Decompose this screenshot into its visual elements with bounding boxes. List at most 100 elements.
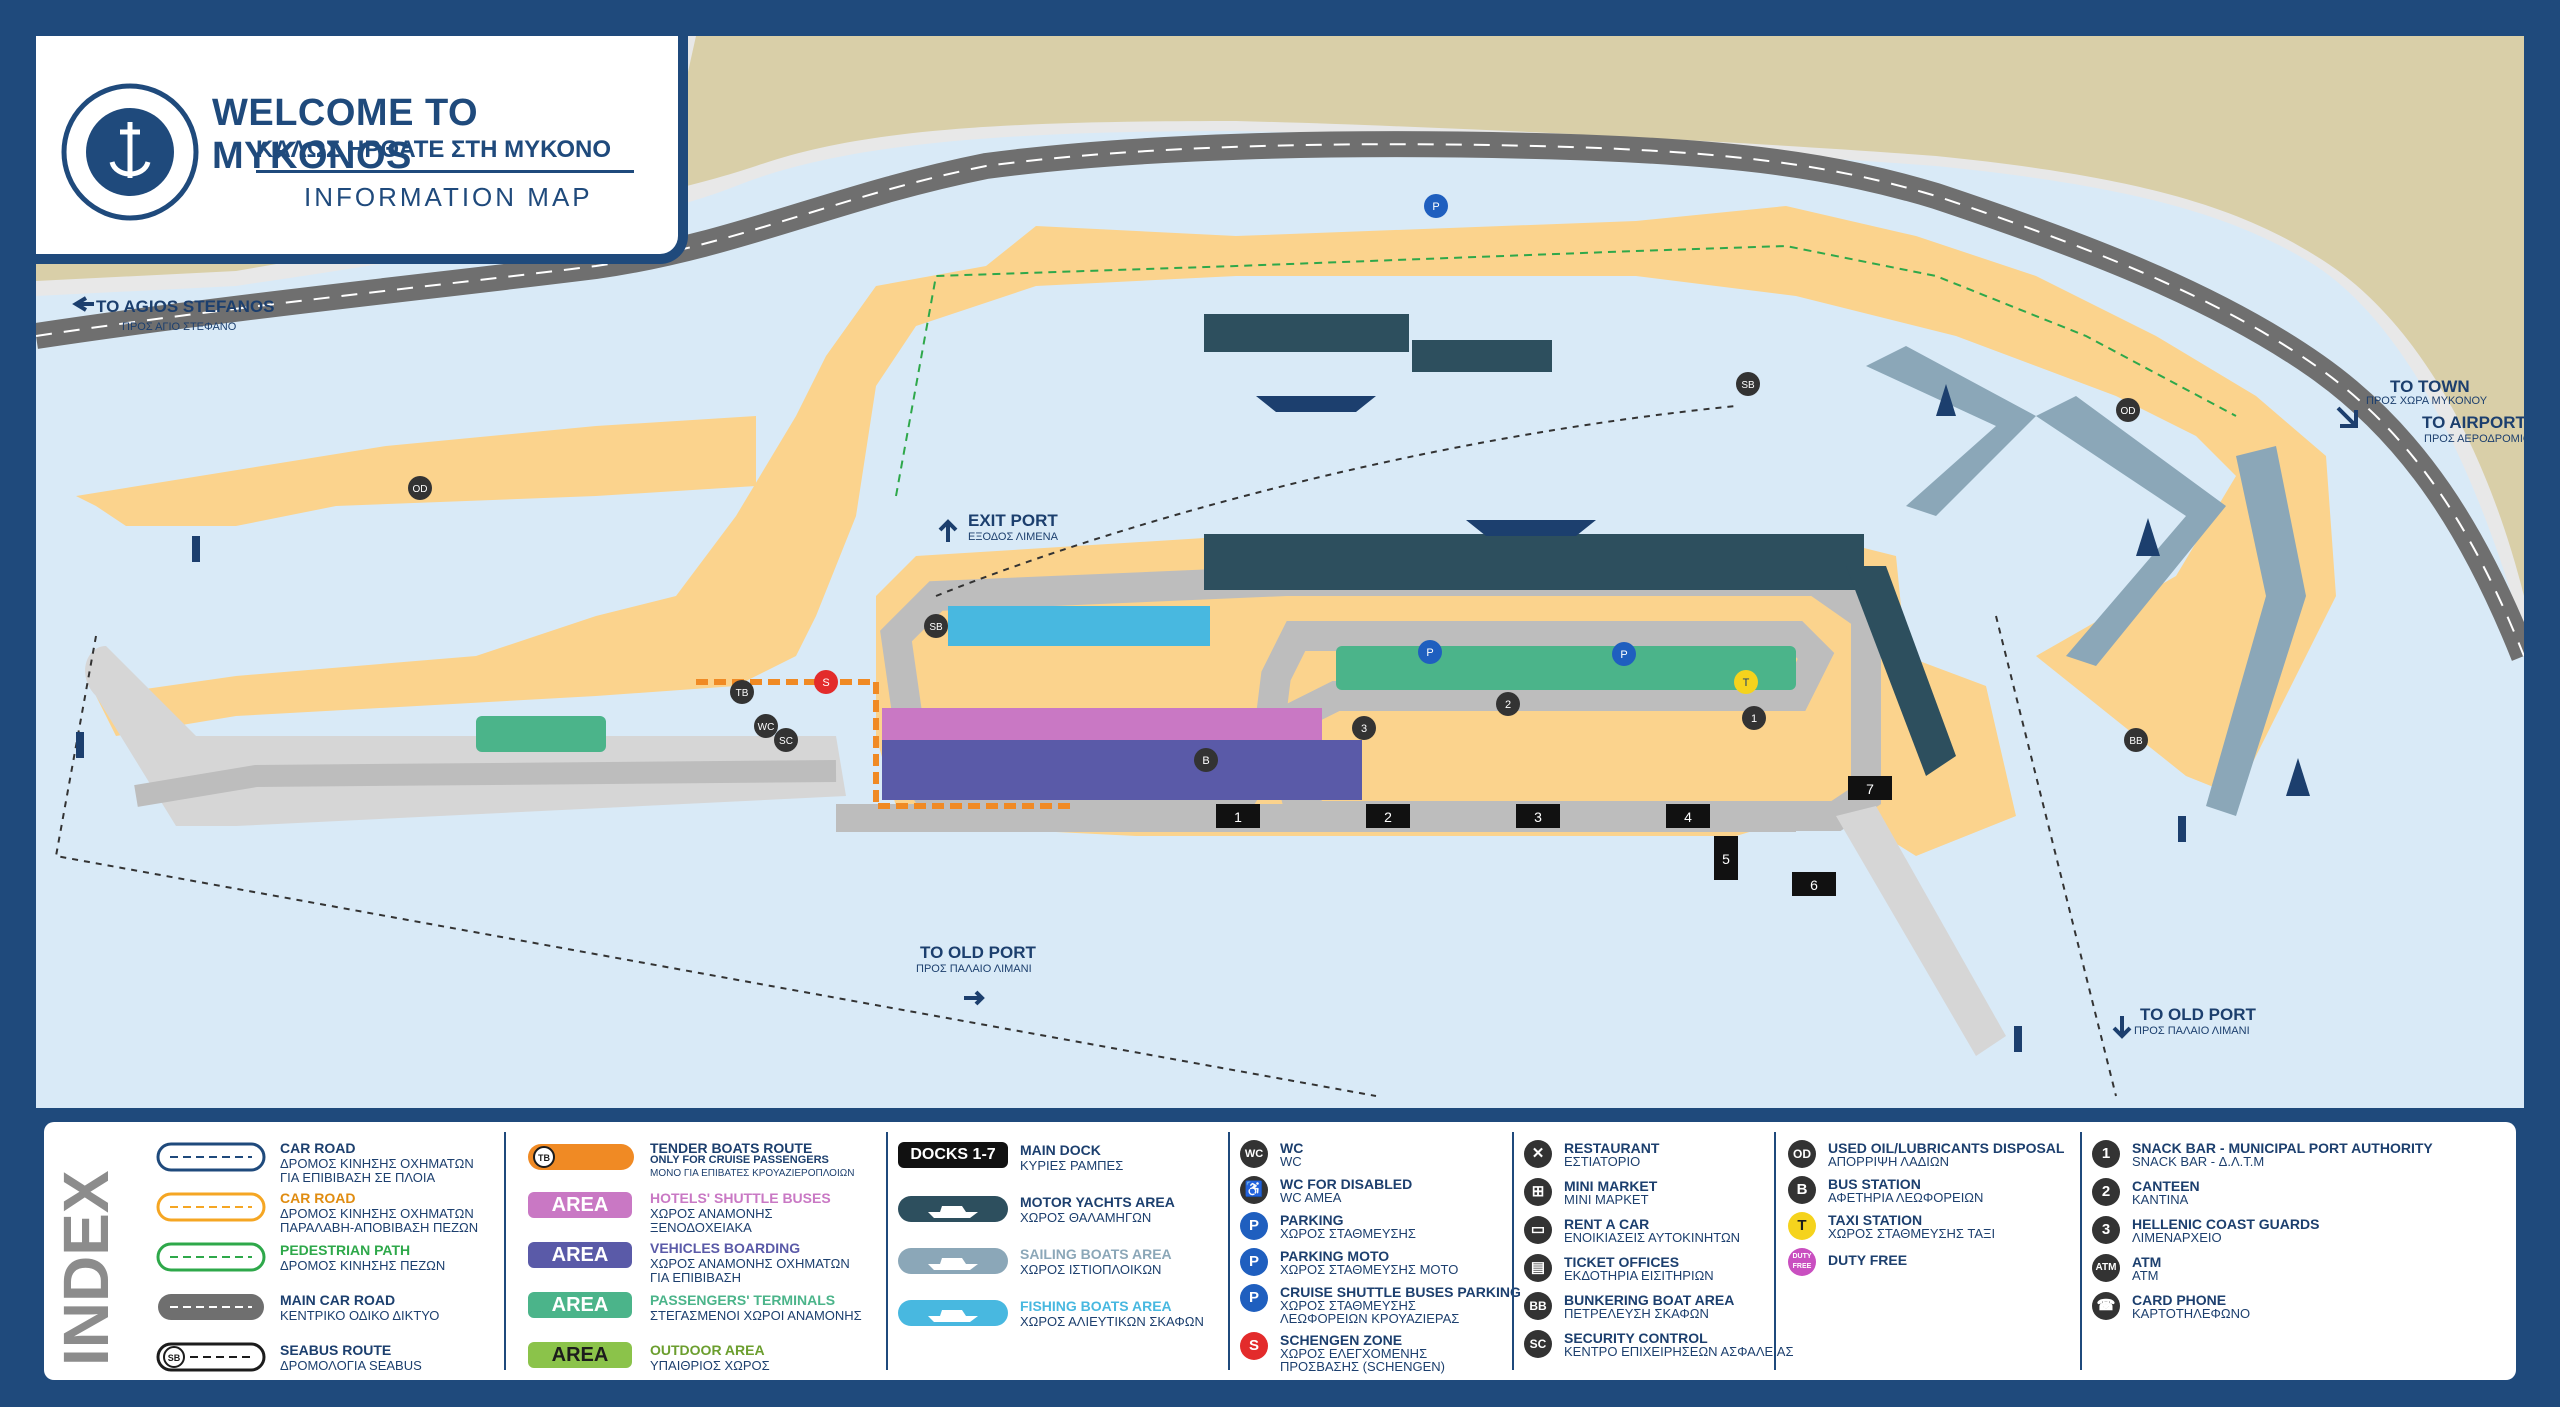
west-road [134,760,837,807]
bus-station-icon: B [1788,1176,1816,1204]
taxi-icon: T [1788,1212,1816,1240]
legend-separator [1512,1132,1514,1370]
motor-yachts-area-1 [1204,534,1864,590]
sailing-boat-icon [898,1248,1008,1274]
marina-pier-3 [2206,446,2306,816]
yachts-east-strip [1846,566,1956,776]
fishing-boat-icon [898,1300,1008,1326]
marker-1: 1 [1751,713,1757,725]
legend-restaurant: ✕ RESTAURANT ΕΣΤΙΑΤΟΡΙΟ [1524,1140,1784,1184]
marker-3: 3 [1361,723,1367,735]
legend-tender-boats: TB TENDER BOATS ROUTE ONLY FOR CRUISE PA… [526,1140,896,1184]
car-road-icon [156,1142,266,1172]
dock-1-label: 1 [1234,809,1242,825]
marker-b: B [1202,755,1209,767]
vehicles-boarding-area [882,740,1362,800]
legend-parking: P PARKING ΧΩΡΟΣ ΣΤΑΘΜΕΥΣΗΣ [1240,1212,1500,1256]
terminals-area-badge: AREA [528,1292,632,1318]
legend-wc-disabled: ♿ WC FOR DISABLED WC AMEA [1240,1176,1500,1220]
restaurant-icon: ✕ [1524,1140,1552,1168]
marina-pier-1 [1866,346,2036,516]
snack-bar-icon: 1 [2092,1140,2120,1168]
tender-route-icon: TB [528,1144,634,1170]
title-subtitle: INFORMATION MAP [304,182,593,212]
motor-yacht-icon [898,1196,1008,1222]
marker-p-2: P [1620,649,1627,661]
legend-car-road-boarding: CAR ROAD ΔΡΟΜΟΣ ΚΙΝΗΣΗΣ ΟΧΗΜΑΤΩΝ ΓΙΑ ΕΠΙ… [156,1140,476,1185]
dock-3-label: 3 [1534,809,1542,825]
title-greek: ΚΑΛΩΣ ΗΡΘΑΤΕ ΣΤΗ ΜΥΚΟΝΟ [256,136,611,163]
legend-motor-yachts: MOTOR YACHTS AREA ΧΩΡΟΣ ΘΑΛΑΜΗΓΩΝ [896,1192,1236,1236]
marker-s: S [822,677,829,689]
legend-snack-bar: 1 SNACK BAR - MUNICIPAL PORT AUTHORITY S… [2092,1140,2492,1184]
index-title: INDEX [58,1170,122,1366]
to-old-port-gr-2: ΠΡΟΣ ΠΑΛΑΙΟ ΛΙΜΑΝΙ [2134,1025,2250,1037]
duty-free-icon: DUTY FREE [1788,1248,1816,1276]
motor-yachts-area-2 [1204,314,1409,352]
to-agios-stefanos-label: TO AGIOS STEFANOS [96,297,275,316]
passenger-terminal-2 [476,716,606,752]
dock-6-label: 6 [1810,877,1818,893]
north-quay [96,206,2336,796]
phone-icon: ☎ [2092,1292,2120,1320]
legend-mini-market: ⊞ MINI MARKET MINI MAPKET [1524,1178,1784,1222]
arrow-left-icon [72,296,94,312]
main-road-dash [36,143,2524,657]
legend-fishing-boats: FISHING BOATS AREA ΧΩΡΟΣ ΑΛΙΕΥΤΙΚΩΝ ΣΚΑΦ… [896,1296,1236,1340]
parking-moto-icon: P [1240,1248,1268,1276]
legend-taxi-station: T TAXI STATION ΧΩΡΟΣ ΣΤΑΘΜΕΥΣΗΣ ΤΑΞΙ [1788,1212,2088,1256]
marker-wc: WC [758,722,775,733]
sailboat-icons [1936,384,2310,796]
marker-bb: BB [2129,736,2143,747]
marker-sc: SC [779,736,793,747]
south-mole [1836,806,2006,1056]
legend-separator [504,1132,506,1370]
title-panel: WELCOME TO MYKONOS ΚΑΛΩΣ ΗΡΘΑΤΕ ΣΤΗ ΜΥΚΟ… [36,36,688,264]
exit-port-gr: ΕΞΟΔΟΣ ΛΙΜΕΝΑ [968,531,1059,543]
parking-bus-icon: P [1240,1284,1268,1312]
coast-guard-icon: 3 [2092,1216,2120,1244]
legend-bus-station: B BUS STATION ΑΦΕΤΗΡΙΑ ΛΕΩΦΟΡΕΙΩΝ [1788,1176,2088,1220]
old-port-route [54,635,1377,1097]
vehicles-area-badge: AREA [528,1242,632,1268]
legend-schengen-zone: S SCHENGEN ZONE ΧΩΡΟΣ ΕΛΕΓΧΟΜΕΝΗΣ ΠΡΟΣΒΑ… [1240,1332,1500,1376]
legend-separator [1228,1132,1230,1370]
to-old-port-label-1: TO OLD PORT [920,943,1036,962]
legend-vehicles-boarding: AREA VEHICLES BOARDING ΧΩΡΟΣ ΑΝΑΜΟΝΗΣ ΟΧ… [526,1240,896,1285]
svg-text:INDEX: INDEX [58,1170,122,1366]
marina-pier-2 [2036,396,2226,666]
marker-od: OD [413,484,428,495]
arrow-down-right-icon [2336,406,2358,428]
to-agios-stefanos-gr: ΠΡΟΣ ΑΓΙΟ ΣΤΕΦΑΝΟ [122,321,237,333]
legend-main-car-road: MAIN CAR ROAD ΚΕΝΤΡΙΚΟ ΟΔΙΚΟ ΔΙΚΤΥΟ [156,1290,476,1334]
to-old-port-gr-1: ΠΡΟΣ ΠΑΛΑΙΟ ΛΙΜΑΝΙ [916,963,1032,975]
to-old-port-label-2: TO OLD PORT [2140,1005,2256,1024]
arrow-up-icon [938,519,958,542]
marker-tb: TB [736,688,749,699]
to-town-gr: ΠΡΟΣ ΧΩΡΑ ΜΥΚΟΝΟΥ [2366,395,2488,407]
to-town-label: TO TOWN [2390,377,2470,396]
legend-security-control: SC SECURITY CONTROL ΚΕΝΤΡΟ ΕΠΙΧΕΙΡΗΣΕΩΝ … [1524,1330,1794,1374]
title-divider [256,170,634,173]
marker-sb: SB [929,622,943,633]
legend-used-oil: OD USED OIL/LUBRICANTS DISPOSAL ΑΠΟΡΡΙΨΗ… [1788,1140,2088,1184]
arrow-down-icon [2112,1016,2132,1039]
to-airport-label: TO AIRPORT [2422,413,2524,432]
wheelchair-icon: ♿ [1240,1176,1268,1204]
legend-bunkering: BB BUNKERING BOAT AREA ΠΕΤΡΕΛΕΥΣΗ ΣΚΑΦΩΝ [1524,1292,1784,1336]
old-port-route-2 [1995,615,2117,1097]
legend-main-dock: DOCKS 1-7 MAIN DOCK ΚΥΡΙΕΣ ΡΑΜΠΕΣ [896,1140,1236,1184]
marker-od-2: OD [2121,406,2136,417]
legend-card-phone: ☎ CARD PHONE ΚΑΡΤΟΤΗΛΕΦΩΝΟ [2092,1292,2492,1336]
legend-ticket-offices: ▤ TICKET OFFICES ΕΚΔΟΤΗΡΙΑ ΕΙΣΙΤΗΡΙΩΝ [1524,1254,1784,1298]
main-car-road-icon [158,1294,264,1320]
marker-p-1: P [1426,647,1433,659]
dock-markers [1216,776,1892,896]
west-quay [76,416,756,526]
seabus-route-icon: SB [156,1342,266,1372]
hotels-shuttle-area [882,708,1322,740]
legend-separator [1774,1132,1776,1370]
oil-disposal-icon: OD [1788,1140,1816,1168]
index-legend: INDEX CAR ROAD ΔΡΟΜΟΣ ΚΙΝΗΣΗΣ ΟΧΗΜΑΤΩΝ Γ… [44,1122,2516,1380]
